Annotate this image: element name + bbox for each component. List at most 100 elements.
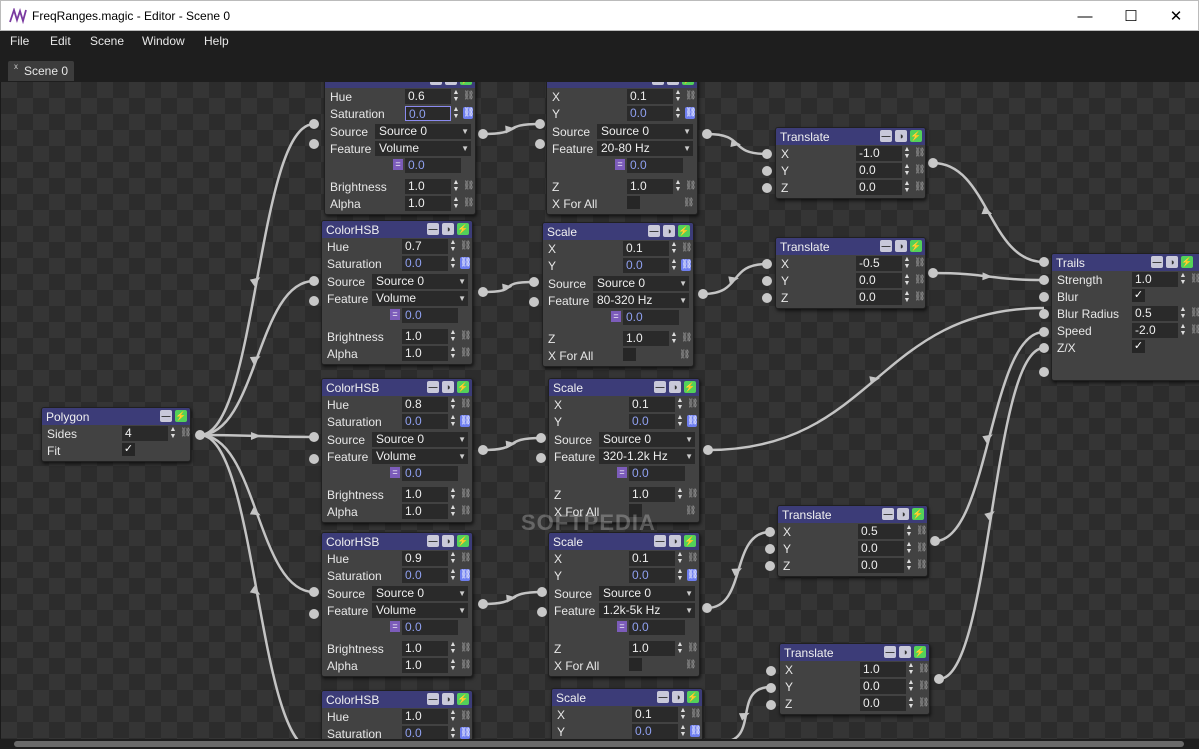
port[interactable] — [765, 544, 775, 554]
number-field[interactable]: 0.0 — [627, 106, 673, 121]
collapse-icon[interactable]: — — [654, 381, 666, 393]
dropdown[interactable]: Source 0▼ — [593, 276, 689, 291]
link-icon[interactable]: ⛓ — [683, 197, 695, 207]
port[interactable] — [928, 268, 938, 278]
number-field[interactable]: 0.0 — [860, 679, 906, 694]
number-field[interactable]: 1.0 — [402, 504, 448, 519]
number-field[interactable]: 1.0 — [402, 487, 448, 502]
stepper-icon[interactable]: ▲▼ — [907, 679, 915, 693]
port[interactable] — [762, 149, 772, 159]
link-icon[interactable]: ⛓ — [679, 349, 691, 359]
checkbox[interactable]: ✓ — [122, 443, 135, 456]
stepper-icon[interactable]: ▲▼ — [449, 329, 457, 343]
enable-icon[interactable]: ⚡ — [457, 693, 469, 705]
number-field[interactable]: 1.0 — [629, 641, 675, 656]
link-icon[interactable]: ⛓ — [180, 427, 192, 437]
stepper-icon[interactable]: ▲▼ — [670, 241, 678, 255]
stepper-icon[interactable]: ▲▼ — [449, 658, 457, 672]
link-icon[interactable]: ⛓ — [916, 559, 928, 569]
port[interactable] — [195, 430, 205, 440]
number-field[interactable]: 0.0 — [402, 568, 448, 583]
number-field[interactable]: -2.0 — [1132, 323, 1178, 338]
checkbox[interactable] — [629, 504, 642, 517]
translate-header[interactable]: Translate—◑⚡ — [780, 644, 929, 661]
number-field[interactable]: 1.0 — [402, 641, 448, 656]
eye-icon[interactable]: ◑ — [445, 82, 457, 85]
stepper-icon[interactable]: ▲▼ — [903, 273, 911, 287]
port[interactable] — [765, 561, 775, 571]
enable-icon[interactable]: ⚡ — [684, 535, 696, 547]
equals-icon[interactable]: = — [390, 621, 400, 632]
link-icon[interactable]: ⛓ — [914, 147, 926, 157]
port[interactable] — [766, 683, 776, 693]
eye-icon[interactable]: ◑ — [663, 225, 675, 237]
port[interactable] — [766, 666, 776, 676]
link-icon[interactable]: ⛓ — [687, 552, 699, 562]
menu-scene[interactable]: Scene — [90, 34, 125, 48]
eye-icon[interactable]: ◑ — [669, 535, 681, 547]
colorhsb-header[interactable]: ColorHSB—◑⚡ — [322, 379, 472, 396]
feature-value-field[interactable]: 0.0 — [402, 466, 458, 481]
number-field[interactable]: 0.9 — [402, 551, 448, 566]
colorhsb-header[interactable]: —◑⚡ — [325, 82, 475, 88]
link-icon[interactable]: ⛓ — [1190, 324, 1199, 334]
port[interactable] — [1039, 343, 1049, 353]
link-icon[interactable]: ⛓ — [685, 180, 697, 190]
dropdown[interactable]: Source 0▼ — [375, 124, 471, 139]
eye-icon[interactable]: ◑ — [442, 381, 454, 393]
stepper-icon[interactable]: ▲▼ — [449, 346, 457, 360]
horizontal-scrollbar[interactable] — [0, 739, 1199, 749]
port[interactable] — [762, 276, 772, 286]
number-field[interactable]: 1.0 — [402, 658, 448, 673]
stepper-icon[interactable]: ▲▼ — [674, 179, 682, 193]
port[interactable] — [537, 607, 547, 617]
polygon-header[interactable]: Polygon—⚡ — [42, 408, 190, 425]
minimize-button[interactable]: — — [1077, 7, 1093, 25]
equals-icon[interactable]: = — [615, 159, 625, 170]
number-field[interactable]: 1.0 — [405, 179, 451, 194]
colorhsb-header[interactable]: ColorHSB—◑⚡ — [322, 221, 472, 238]
collapse-icon[interactable]: — — [160, 410, 172, 422]
port[interactable] — [535, 119, 545, 129]
port[interactable] — [1039, 309, 1049, 319]
number-field[interactable]: 0.0 — [856, 273, 902, 288]
dropdown[interactable]: Source 0▼ — [597, 124, 693, 139]
dropdown[interactable]: Volume▼ — [372, 449, 468, 464]
port[interactable] — [1039, 367, 1049, 377]
node-canvas[interactable]: —◑⚡Hue0.6▲▼⛓Saturation0.0▲▼⛓SourceSource… — [1, 82, 1199, 739]
link-icon[interactable]: ⛓ — [460, 552, 472, 562]
number-field[interactable]: 0.0 — [632, 724, 678, 739]
stepper-icon[interactable]: ▲▼ — [449, 551, 457, 565]
feature-value-field[interactable]: 0.0 — [627, 158, 683, 173]
translate-header[interactable]: Translate—◑⚡ — [776, 238, 925, 255]
link-icon[interactable]: ⛓ — [460, 505, 472, 515]
menu-window[interactable]: Window — [142, 34, 185, 48]
scale-header[interactable]: Scale—◑⚡ — [549, 533, 699, 550]
stepper-icon[interactable]: ▲▼ — [907, 662, 915, 676]
port[interactable] — [698, 289, 708, 299]
number-field[interactable]: 1.0 — [402, 709, 448, 724]
eye-icon[interactable]: ◑ — [667, 82, 679, 85]
eye-icon[interactable]: ◑ — [895, 240, 907, 252]
tab-scene-0[interactable]: x Scene 0 — [8, 61, 74, 81]
stepper-icon[interactable]: ▲▼ — [449, 239, 457, 253]
port[interactable] — [536, 453, 546, 463]
number-field[interactable]: 0.8 — [402, 397, 448, 412]
menu-help[interactable]: Help — [204, 34, 229, 48]
port[interactable] — [762, 183, 772, 193]
stepper-icon[interactable]: ▲▼ — [674, 106, 682, 120]
stepper-icon[interactable]: ▲▼ — [452, 179, 460, 193]
port[interactable] — [478, 287, 488, 297]
number-field[interactable]: 0.6 — [405, 89, 451, 104]
stepper-icon[interactable]: ▲▼ — [679, 707, 687, 721]
stepper-icon[interactable]: ▲▼ — [449, 256, 457, 270]
port[interactable] — [1039, 327, 1049, 337]
eye-icon[interactable]: ◑ — [442, 223, 454, 235]
link-icon[interactable]: ⛓ — [1190, 307, 1199, 317]
collapse-icon[interactable]: — — [880, 240, 892, 252]
dropdown[interactable]: Source 0▼ — [372, 432, 468, 447]
